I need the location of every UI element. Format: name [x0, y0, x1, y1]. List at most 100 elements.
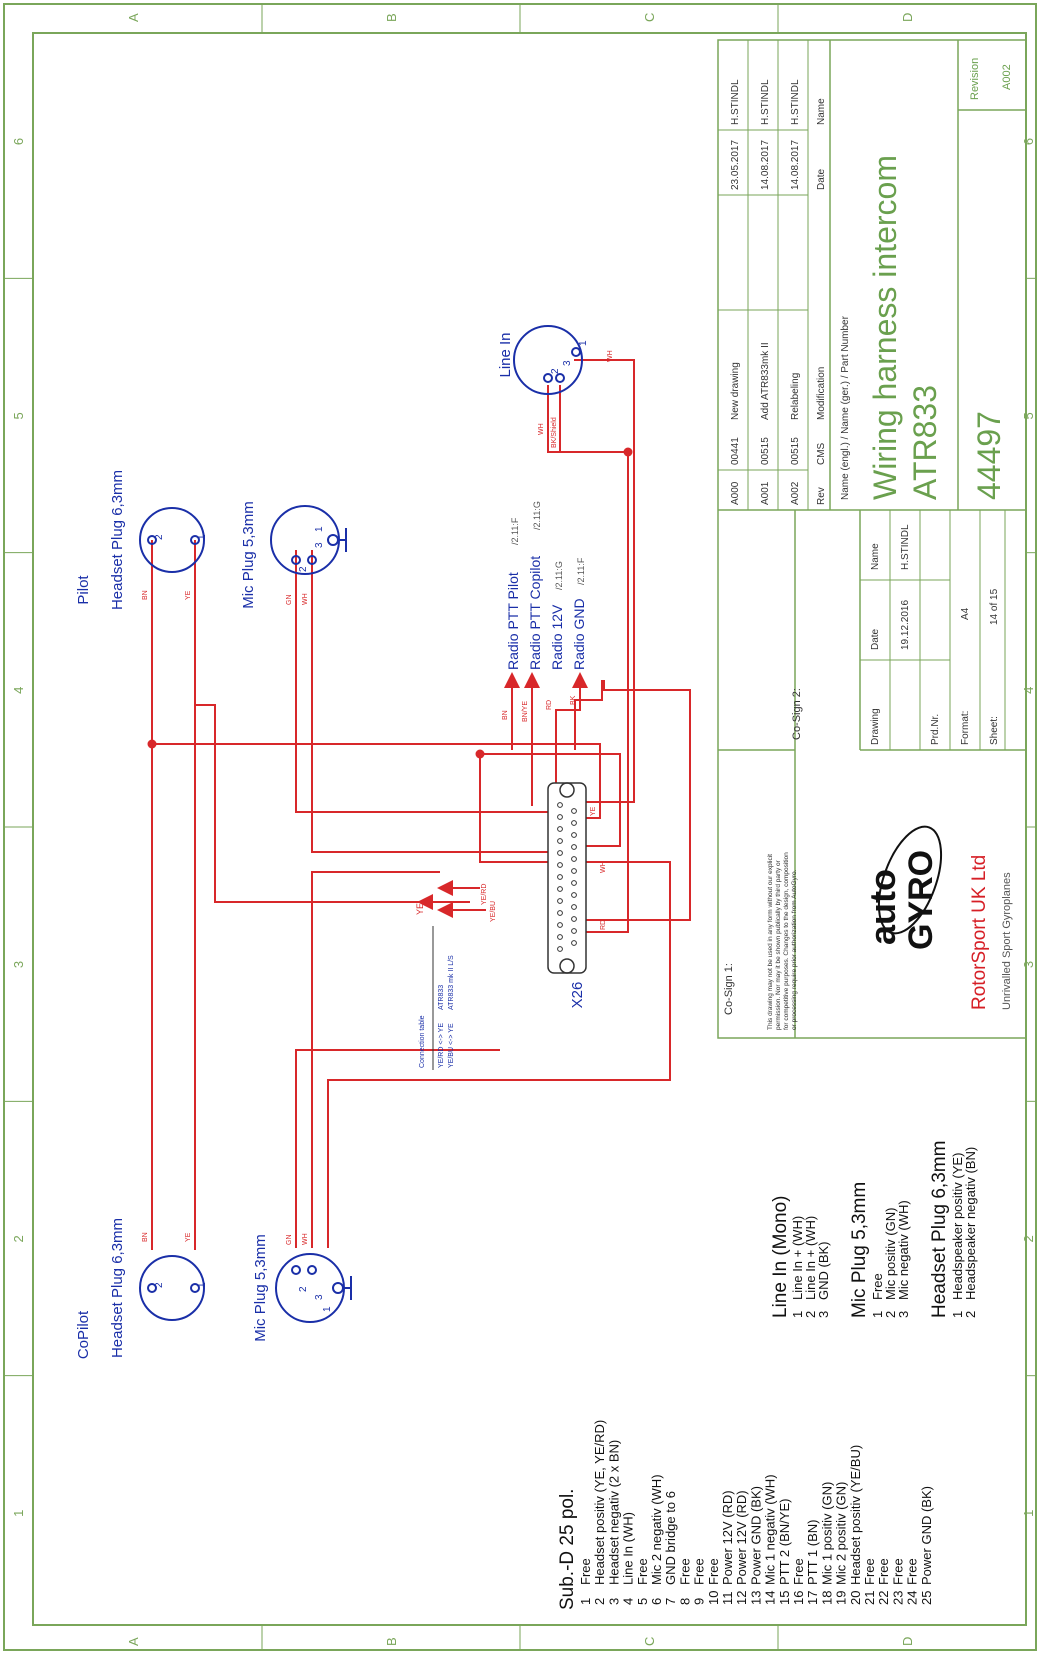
revision-cell: A002	[790, 481, 801, 505]
company-name: RotorSport UK Ltd	[969, 855, 990, 1010]
connector-pin	[571, 940, 577, 946]
subd-pin-number: 2	[592, 1598, 607, 1605]
connector-pin	[557, 922, 563, 928]
format-label: Format:	[960, 711, 971, 745]
connector-pin	[571, 820, 577, 826]
line-in-pin-1: 1	[578, 340, 589, 346]
subd-pin-number: 19	[834, 1591, 849, 1605]
subd-pin-number: 12	[734, 1591, 749, 1605]
connector-pin	[557, 946, 563, 952]
copilot-hs-pin-2: 2	[154, 1282, 165, 1288]
subd-pin-number: 15	[777, 1591, 792, 1605]
connector-pin	[571, 832, 577, 838]
wire-label: BN/YE	[522, 701, 529, 722]
copilot-hs-pin-1: 1	[197, 1282, 208, 1288]
notice-line: This drawing may not be used in any form…	[767, 854, 774, 1030]
revision-header: Name	[816, 98, 827, 125]
revision-cell: Add ATR833mk II	[760, 342, 771, 420]
zone-letter: C	[642, 1637, 657, 1646]
legend-pin-desc: GND (BK)	[816, 1242, 831, 1301]
part-number: 44497	[971, 411, 1007, 500]
radio-ptt-pilot: Radio PTT Pilot /2.11:F	[505, 517, 521, 670]
subd-pin-desc: PTT 2 (BN/YE)	[777, 1499, 792, 1585]
legend-pin-desc: Headspeaker positiv (YE)	[950, 1153, 965, 1300]
zone-number: 5	[1021, 412, 1036, 419]
radio-gnd: Radio GND /2.11:F	[571, 557, 587, 670]
subd-pin-number: 1	[578, 1598, 593, 1605]
pilot-mic-pin-3: 3	[314, 542, 325, 548]
zone-letter: A	[126, 13, 141, 22]
radio-ref: /2.11:G	[554, 561, 564, 590]
wire-junctions	[147, 447, 633, 759]
copyright-notice: This drawing may not be used in any form…	[767, 852, 798, 1030]
legend-pin-desc: Headspeaker negativ (BN)	[963, 1147, 978, 1300]
subd-pin-number: 22	[876, 1591, 891, 1605]
connector-pin	[571, 808, 577, 814]
company-tagline: Unrivalled Sport Gyroplanes	[1001, 872, 1013, 1010]
radio-ref: /2.11:G	[532, 501, 542, 530]
pilot-mic-label: Mic Plug 5,3mm	[240, 501, 257, 609]
name-header: Name (engl.) / Name (ger.) / Part Number	[840, 315, 851, 500]
subd-pin-desc: Free	[635, 1558, 650, 1585]
zone-number: 1	[1021, 1510, 1036, 1517]
copilot-headset-label: Headset Plug 6,3mm	[109, 1218, 126, 1358]
zone-number: 3	[11, 961, 26, 968]
revision-cell: H.STINDL	[760, 79, 771, 125]
copilot-group-label: CoPilot	[75, 1310, 92, 1359]
legend-mic-title: Mic Plug 5,3mm	[849, 1182, 870, 1318]
wire-label: BK/Shield	[551, 417, 558, 448]
zone-number: 2	[11, 1235, 26, 1242]
connector-pin	[557, 814, 563, 820]
connection-table-row2-right: ATR833 mk II L/S	[448, 955, 455, 1010]
legend-pin-number: 2	[883, 1311, 898, 1318]
subd-pin-desc: Power GND (BK)	[919, 1486, 934, 1585]
legend-pin-desc: Mic negativ (WH)	[896, 1200, 911, 1300]
legend-pin-number: 1	[950, 1311, 965, 1318]
connector-pin	[557, 910, 563, 916]
revision-cell: New drawing	[730, 362, 741, 420]
zone-letter: A	[126, 1637, 141, 1646]
radio-labels: Radio PTT Pilot /2.11:F Radio PTT Copilo…	[505, 501, 587, 670]
wire-label: WH	[607, 350, 614, 362]
revision-cell: 14.08.2017	[760, 140, 771, 190]
subd-pin-number: 7	[663, 1598, 678, 1605]
subd-pin-number: 8	[677, 1598, 692, 1605]
zone-number: 4	[1021, 687, 1036, 694]
subd-pin-number: 17	[805, 1591, 820, 1605]
connector-pin	[557, 874, 563, 880]
wire-color-labels: BN YE GN WH BN YE GN WH BN BN/YE RD BK W…	[142, 350, 614, 1245]
subd-pin-number: 9	[692, 1598, 707, 1605]
revision-cell: 14.08.2017	[790, 140, 801, 190]
radio-12v: Radio 12V /2.11:G	[549, 561, 565, 670]
subd-pin-desc: Headset positiv (YE, YE/RD)	[592, 1420, 607, 1585]
autogyro-logo: auto GYRO	[862, 825, 943, 950]
sheet-label: Sheet:	[989, 716, 1000, 745]
radio-ref: /2.11:F	[510, 517, 520, 545]
drawing-subtitle: ATR833	[907, 385, 943, 500]
wiring	[151, 359, 691, 1250]
connection-table: Connection table YE/RD <-> YE ATR833 YE/…	[419, 926, 455, 1070]
cosign-1: Co-Sign 1:	[723, 963, 735, 1015]
subd-pin-desc: Free	[677, 1558, 692, 1585]
pilot-headset-plug: 2 1	[139, 507, 208, 573]
connector-pin	[571, 916, 577, 922]
subd-pin-number: 16	[791, 1591, 806, 1605]
wire-label: WH	[302, 593, 309, 605]
line-in-jack: 2 3 1	[513, 325, 589, 395]
legend-pin-number: 2	[963, 1311, 978, 1318]
date-label: Date	[870, 628, 881, 650]
drawing-title: Wiring harness intercom	[867, 155, 903, 500]
copilot-mic-plug: 2 3 1	[275, 1253, 352, 1323]
notice-line: or processing require prior authorizatio…	[791, 869, 798, 1030]
revision-cell: Relabeling	[790, 373, 801, 420]
subd-pin-desc: Power 12V (RD)	[720, 1490, 735, 1585]
subd-title: Sub.-D 25 pol.	[557, 1489, 578, 1610]
wire-label: WH	[600, 861, 607, 873]
subd-pin-desc: Power 12V (RD)	[734, 1490, 749, 1585]
connector-pin	[571, 904, 577, 910]
format-value: A4	[960, 607, 971, 620]
